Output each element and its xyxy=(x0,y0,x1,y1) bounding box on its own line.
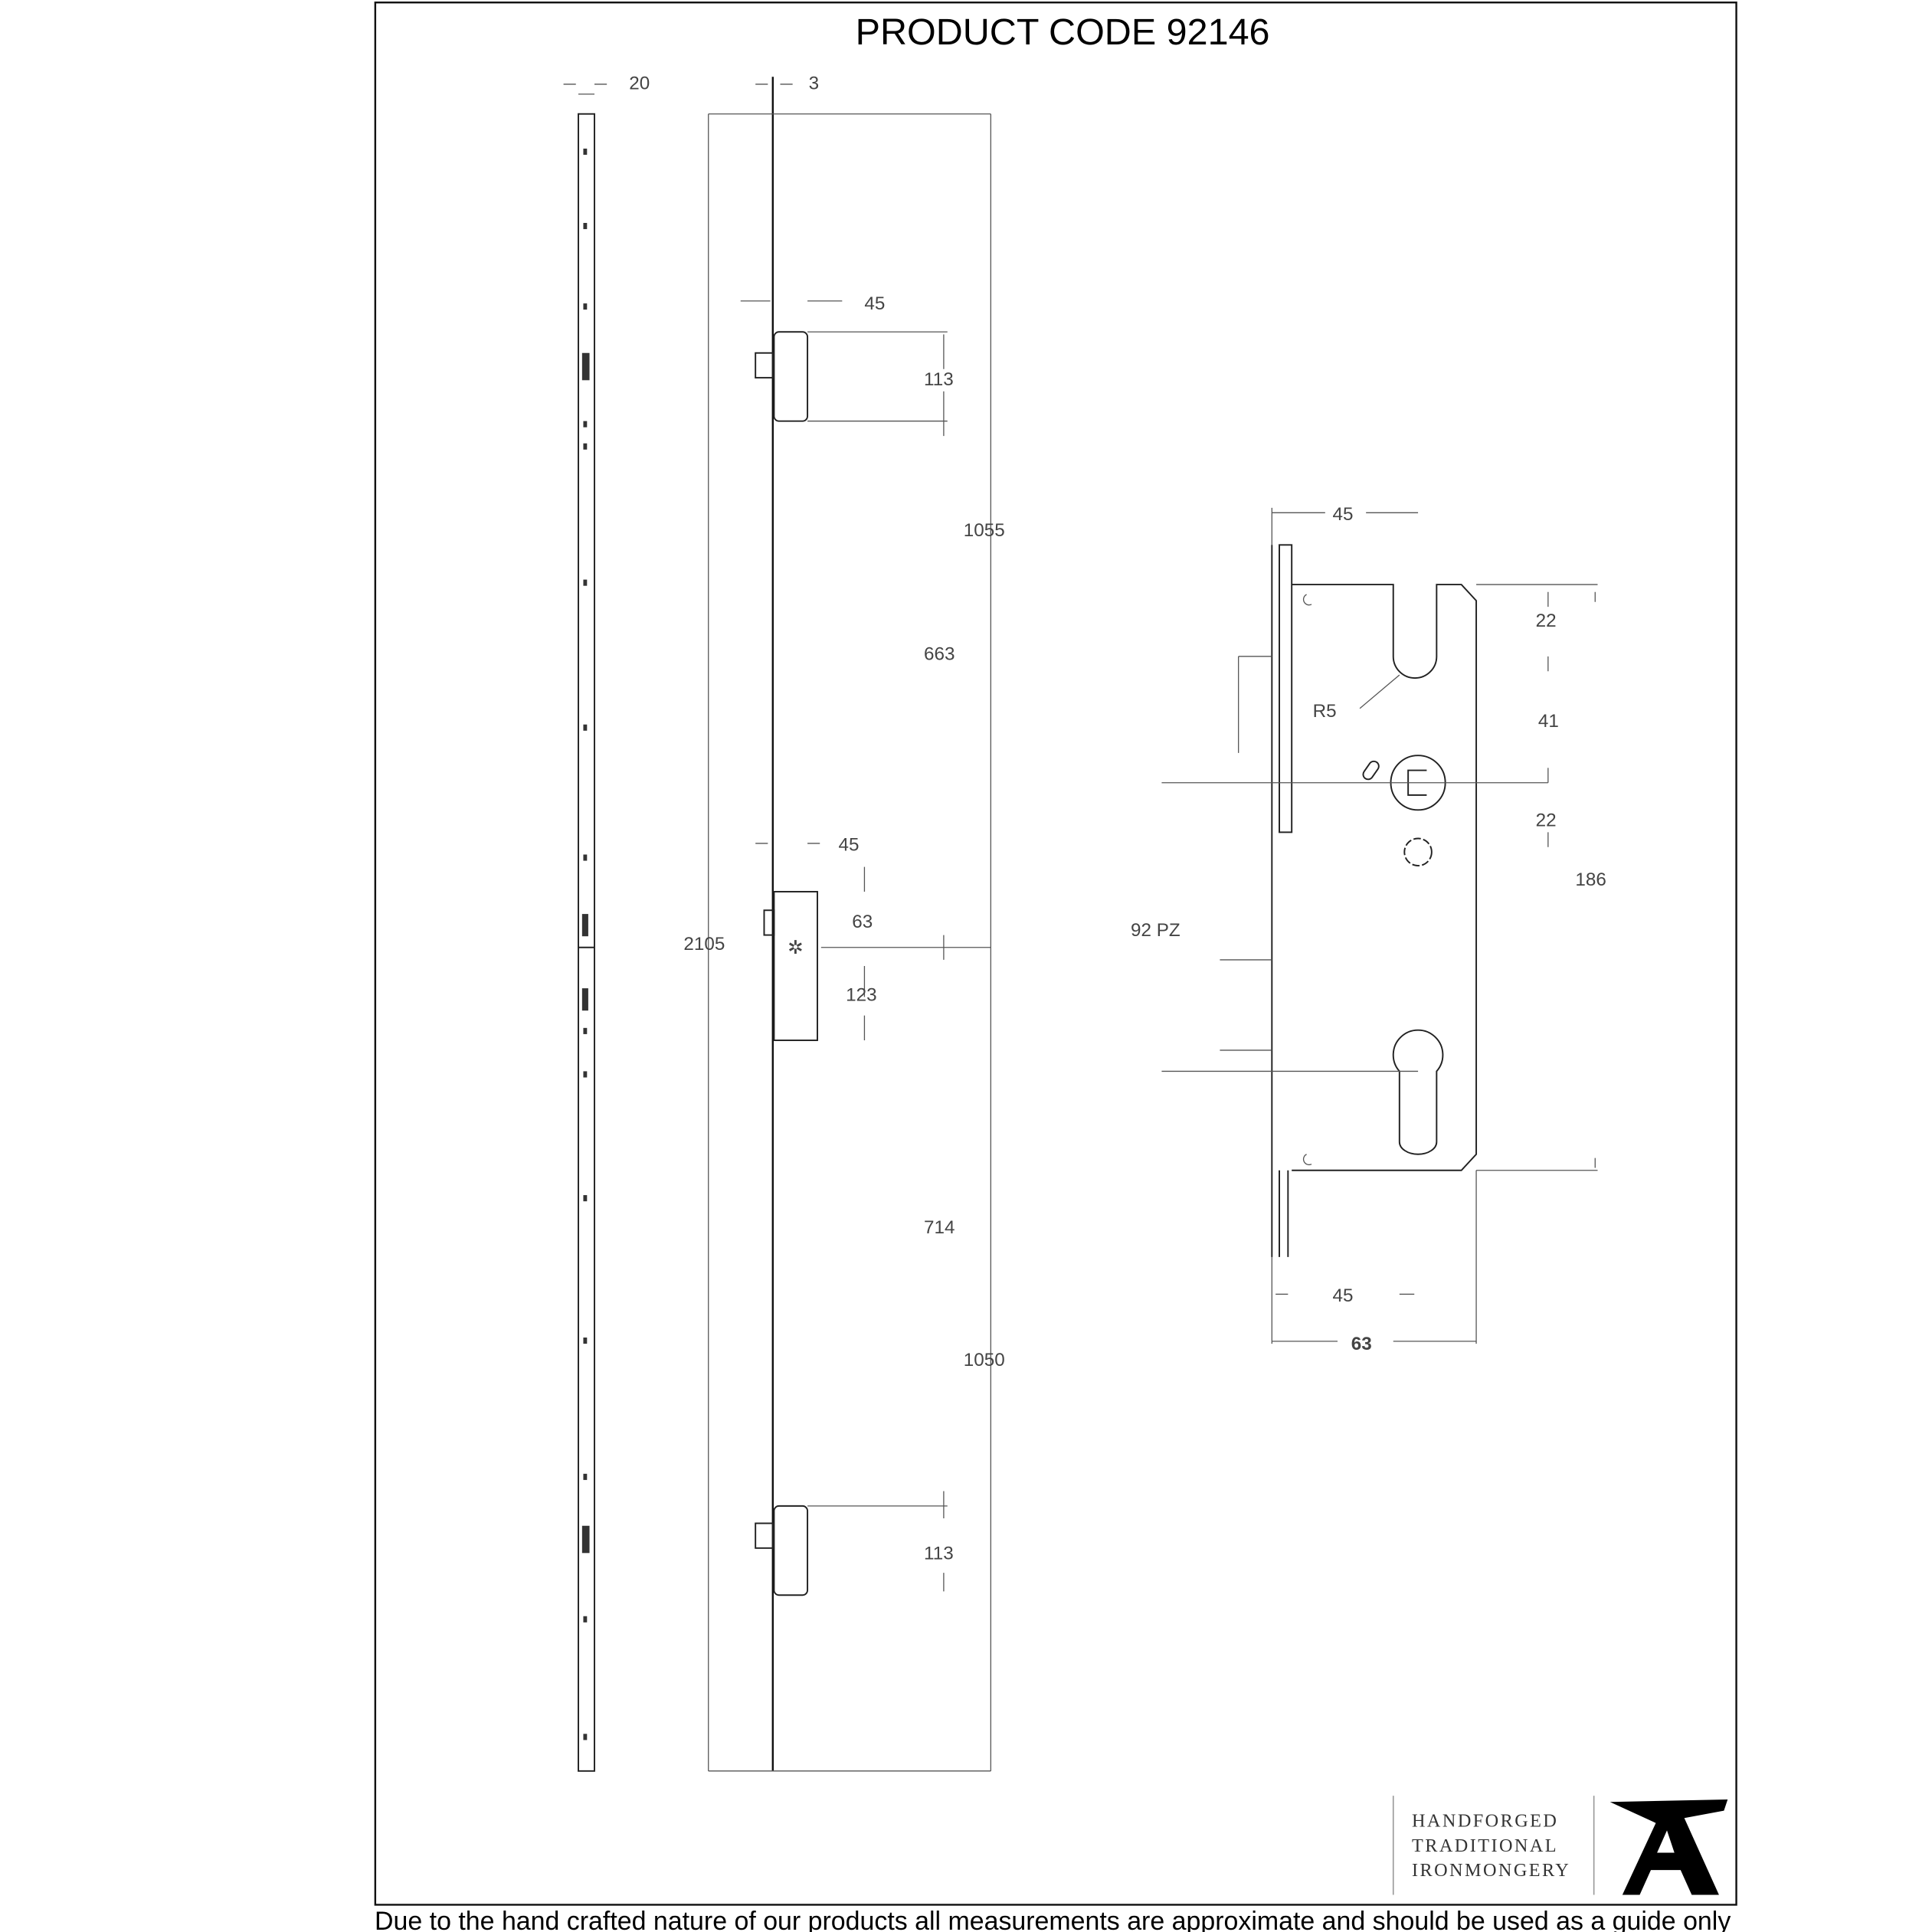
side-width-label: 20 xyxy=(629,73,650,93)
upper-length-label: 1055 xyxy=(964,520,1005,541)
lower-length-label: 1050 xyxy=(964,1350,1005,1370)
svg-text:✲: ✲ xyxy=(788,938,803,958)
logo-line-2: TRADITIONAL xyxy=(1412,1835,1558,1856)
top-hook-backset-label: 45 xyxy=(864,293,885,314)
detail-41-label: 41 xyxy=(1538,711,1559,732)
logo-line-1: HANDFORGED xyxy=(1412,1811,1558,1832)
centre-offset-label: 63 xyxy=(852,912,873,932)
total-height-label: 2105 xyxy=(683,934,725,955)
centre-backset-label: 45 xyxy=(838,835,859,856)
detail-top-backset-label: 45 xyxy=(1333,504,1354,525)
side-view: 20 xyxy=(563,73,650,1772)
centres-label: 92 PZ xyxy=(1131,920,1180,941)
drawing-frame xyxy=(374,2,1737,1906)
lower-gap-label: 714 xyxy=(924,1217,955,1238)
detail-22-bottom-label: 22 xyxy=(1536,810,1557,830)
disclaimer-footer: Due to the hand crafted nature of our pr… xyxy=(375,1907,1731,1932)
offset-label: 3 xyxy=(809,73,820,93)
anvil-logo-icon xyxy=(1609,1799,1728,1895)
product-code-title: PRODUCT CODE 92146 xyxy=(856,11,1270,53)
top-hook-height-label: 113 xyxy=(924,369,954,390)
brand-logo: HANDFORGED TRADITIONAL IRONMONGERY xyxy=(1392,1796,1728,1895)
centre-height-label: 123 xyxy=(846,984,876,1005)
detail-22-top-label: 22 xyxy=(1536,611,1557,631)
upper-gap-label: 663 xyxy=(924,644,955,665)
detail-view: 45 22 R5 41 22 186 92 PZ 45 63 xyxy=(1131,504,1606,1354)
front-view: 3 45 113 ✲ 45 63 123 113 1055 663 2105 7… xyxy=(683,73,1005,1772)
bottom-backset-label: 45 xyxy=(1333,1285,1354,1306)
case-depth-label: 63 xyxy=(1351,1334,1372,1354)
logo-line-3: IRONMONGERY xyxy=(1412,1860,1570,1881)
radius-label: R5 xyxy=(1313,701,1337,722)
bottom-hook-height-label: 113 xyxy=(924,1543,954,1564)
case-height-label: 186 xyxy=(1575,869,1606,890)
